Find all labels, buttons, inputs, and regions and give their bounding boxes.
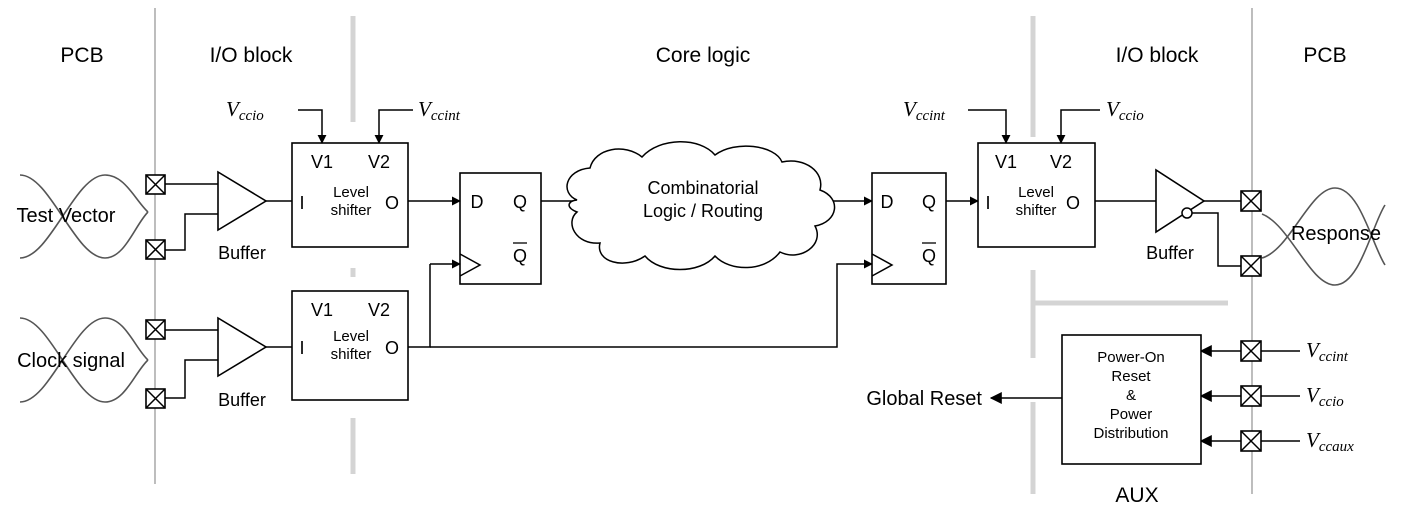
vccio-label-left: Vccio bbox=[226, 97, 264, 124]
ff2-d-label: D bbox=[881, 192, 894, 212]
cloud-line1: Combinatorial bbox=[647, 178, 758, 198]
pad-clock-bottom bbox=[145, 388, 166, 409]
level-shifter-output: V1 V2 Level shifter I O bbox=[977, 142, 1096, 248]
signal-label-test-vector: Test Vector bbox=[17, 205, 116, 227]
vccint-label-left: Vccint bbox=[418, 97, 461, 124]
ff2-qbar-label: Q bbox=[922, 246, 936, 266]
power-on-reset-block: Power-On Reset & Power Distribution bbox=[1061, 334, 1202, 465]
por-line2: Reset bbox=[1111, 368, 1151, 385]
io-core-divider-right bbox=[1030, 16, 1228, 494]
vccio-arrow-right bbox=[1056, 109, 1100, 144]
pad-response-bottom bbox=[1240, 255, 1262, 277]
vccio-label-aux: Vccio bbox=[1306, 383, 1344, 410]
vccint-arrow-left bbox=[374, 109, 413, 144]
region-label-core: Core logic bbox=[656, 44, 751, 67]
ff1-qbar-label: Q bbox=[513, 246, 527, 266]
ls2-v2-label: V2 bbox=[368, 300, 390, 320]
test-vector-waveform bbox=[19, 174, 149, 259]
ls2-title-line2: shifter bbox=[331, 346, 372, 363]
flip-flop-output: D Q Q bbox=[871, 172, 947, 285]
ls1-v2-label: V2 bbox=[368, 152, 390, 172]
vccint-arrow-right bbox=[968, 109, 1011, 144]
pad-vccaux bbox=[1240, 430, 1262, 452]
buffer-label-output: Buffer bbox=[1146, 243, 1194, 263]
clock-to-ff2-wire bbox=[430, 259, 873, 348]
ls1-v1-label: V1 bbox=[311, 152, 333, 172]
vccint-label-aux: Vccint bbox=[1306, 338, 1349, 365]
pad-test-vector-top bbox=[145, 174, 166, 195]
input-buffer-clock bbox=[165, 316, 292, 399]
ls3-in-label: I bbox=[985, 193, 990, 213]
ls2-in-label: I bbox=[299, 338, 304, 358]
ls2-title-line1: Level bbox=[333, 328, 369, 345]
region-label-pcb-right: PCB bbox=[1303, 44, 1346, 67]
output-buffer bbox=[1095, 168, 1241, 267]
input-buffer-test-vector bbox=[165, 170, 292, 251]
clock-signal-waveform bbox=[19, 317, 149, 403]
por-line1: Power-On bbox=[1097, 349, 1165, 366]
clock-distribution-wire bbox=[408, 264, 431, 348]
combinatorial-logic-cloud: Combinatorial Logic / Routing bbox=[566, 141, 836, 271]
ls1-in-label: I bbox=[299, 193, 304, 213]
ff2-q-label: Q bbox=[922, 192, 936, 212]
flip-flop-input: D Q Q bbox=[459, 172, 542, 285]
ls3-v1-label: V1 bbox=[995, 152, 1017, 172]
region-label-io-left: I/O block bbox=[210, 44, 293, 67]
buffer-label-test-vector: Buffer bbox=[218, 243, 266, 263]
level-shifter-clock: V1 V2 Level shifter I O bbox=[291, 290, 409, 401]
ls1-title-line2: shifter bbox=[331, 202, 372, 219]
pad-test-vector-bottom bbox=[145, 239, 166, 260]
por-line5: Distribution bbox=[1093, 425, 1168, 442]
signal-label-clock-signal: Clock signal bbox=[17, 350, 125, 372]
region-label-aux: AUX bbox=[1115, 484, 1158, 507]
pad-vccio bbox=[1240, 385, 1262, 407]
signal-label-global-reset: Global Reset bbox=[866, 388, 982, 410]
region-label-io-right: I/O block bbox=[1116, 44, 1199, 67]
ls2-out-label: O bbox=[385, 338, 399, 358]
vccio-label-right: Vccio bbox=[1106, 97, 1144, 124]
ls3-title-line1: Level bbox=[1018, 184, 1054, 201]
signal-label-response: Response bbox=[1291, 223, 1381, 245]
ls1-title-line1: Level bbox=[333, 184, 369, 201]
vccint-label-right: Vccint bbox=[903, 97, 946, 124]
level-shifter-test-vector: V1 V2 Level shifter I O bbox=[291, 142, 409, 248]
cloud-line2: Logic / Routing bbox=[643, 201, 763, 221]
vccaux-label-aux: Vccaux bbox=[1306, 428, 1354, 455]
vccio-arrow-left bbox=[298, 109, 327, 144]
por-line3: & bbox=[1126, 387, 1136, 404]
ls3-v2-label: V2 bbox=[1050, 152, 1072, 172]
buffer-label-clock: Buffer bbox=[218, 390, 266, 410]
ff1-d-label: D bbox=[471, 192, 484, 212]
ls1-out-label: O bbox=[385, 193, 399, 213]
ls3-title-line2: shifter bbox=[1016, 202, 1057, 219]
response-waveform bbox=[1261, 187, 1386, 286]
pad-vccint bbox=[1240, 340, 1262, 362]
ls3-out-label: O bbox=[1066, 193, 1080, 213]
pad-clock-top bbox=[145, 319, 166, 340]
pad-response-top bbox=[1240, 190, 1262, 212]
por-line4: Power bbox=[1110, 406, 1153, 423]
ls2-v1-label: V1 bbox=[311, 300, 333, 320]
ff1-q-label: Q bbox=[513, 192, 527, 212]
region-label-pcb-left: PCB bbox=[60, 44, 103, 67]
